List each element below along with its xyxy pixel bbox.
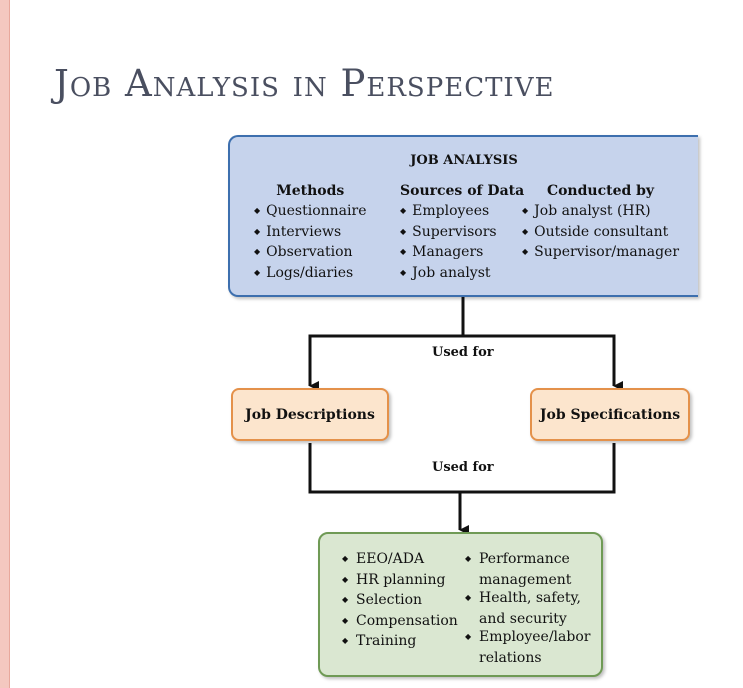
uses-box: EEO/ADA HR planning Selection Compensati… xyxy=(318,532,603,677)
use-item: Training xyxy=(342,632,457,653)
sources-item: Employees xyxy=(400,202,524,223)
conducted-by-item: Outside consultant xyxy=(522,223,679,244)
methods-item: Questionnaire xyxy=(254,202,366,223)
sources-item: Managers xyxy=(400,243,524,264)
sources-item: Job analyst xyxy=(400,264,524,285)
methods-item: Logs/diaries xyxy=(254,264,367,285)
use-item: Employee/labor relations xyxy=(465,628,593,667)
use-item: Compensation xyxy=(342,612,458,633)
methods-heading: Methods xyxy=(276,183,345,199)
sources-column: Sources of Data Employees Supervisors Ma… xyxy=(400,183,524,284)
left-accent-line xyxy=(9,0,10,688)
connector-split-right xyxy=(308,334,623,391)
job-descriptions-label: Job Descriptions xyxy=(245,406,375,423)
sources-item: Supervisors xyxy=(400,223,524,244)
connector-merge xyxy=(308,443,616,494)
methods-item: Observation xyxy=(254,243,367,264)
conducted-by-item: Job analyst (HR) xyxy=(522,202,679,223)
conducted-by-item: Supervisor/manager xyxy=(522,243,679,264)
used-for-label-top: Used for xyxy=(432,345,494,360)
used-for-label-bottom: Used for xyxy=(432,460,494,475)
conducted-by-column: Conducted by Job analyst (HR) Outside co… xyxy=(522,183,679,264)
slide-title: Job Analysis in Perspective xyxy=(54,62,555,105)
use-item: Performance management xyxy=(465,550,593,589)
job-specifications-label: Job Specifications xyxy=(539,406,681,423)
uses-left-column: EEO/ADA HR planning Selection Compensati… xyxy=(342,550,458,653)
methods-column: Methods Questionnaire Interviews Observa… xyxy=(254,183,367,285)
use-item: EEO/ADA xyxy=(342,550,457,571)
uses-right-column: Performance management Health, safety, a… xyxy=(465,550,593,667)
sources-heading: Sources of Data xyxy=(400,183,525,199)
use-item: Selection xyxy=(342,591,457,612)
methods-item: Interviews xyxy=(254,223,367,244)
job-analysis-heading: JOB ANALYSIS xyxy=(410,153,518,168)
job-descriptions-box: Job Descriptions xyxy=(231,388,389,441)
use-item: HR planning xyxy=(342,571,457,592)
conducted-by-heading: Conducted by xyxy=(546,183,655,199)
job-specifications-box: Job Specifications xyxy=(530,388,690,441)
job-analysis-box: JOB ANALYSIS Methods Questionnaire Inter… xyxy=(228,135,698,297)
use-item: Health, safety, and security xyxy=(465,589,593,628)
left-accent-bar xyxy=(0,0,9,688)
